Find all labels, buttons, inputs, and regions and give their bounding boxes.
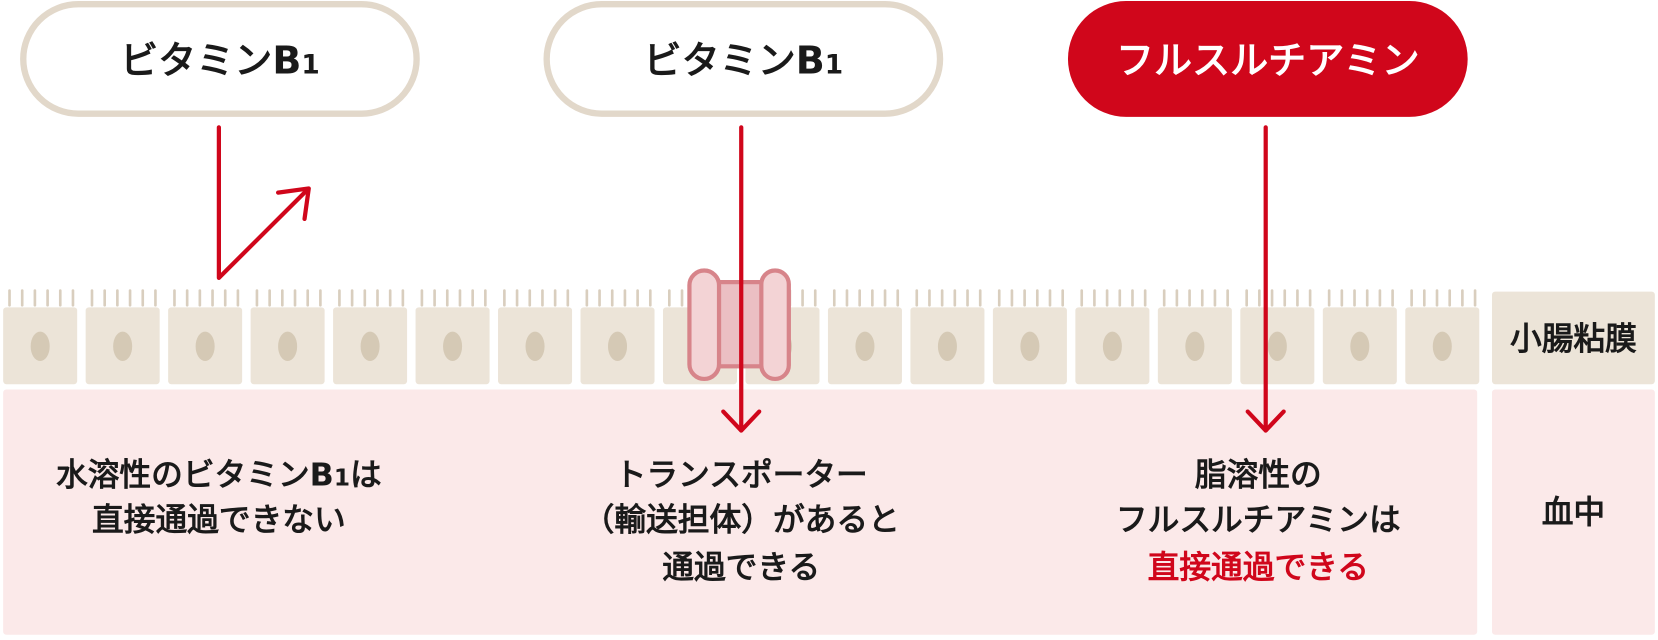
cell-nucleus (278, 331, 298, 362)
epithelial-cell (250, 289, 325, 385)
pill-vitamin-b1-center: ビタミンB1 (543, 1, 944, 117)
pill-shape (1067, 1, 1468, 117)
cell-nucleus (855, 331, 875, 362)
cell-nucleus (1102, 331, 1122, 362)
cell-nucleus (1432, 331, 1452, 362)
caption-line: 直接通過できない (92, 503, 346, 539)
cell-nucleus (1350, 331, 1370, 362)
cell-nucleus (195, 331, 215, 362)
caption-fat-soluble: 脂溶性の フルスルチアミンは 直接通過できる (1116, 457, 1401, 586)
cell-nucleus (937, 331, 957, 362)
epithelial-cell (415, 289, 490, 385)
pill-shape (20, 1, 420, 117)
cell-nucleus (1185, 331, 1205, 362)
pill-shape (543, 1, 944, 117)
pill-label: ビタミンB1 (644, 39, 844, 83)
transporter-right-capsule (759, 268, 791, 382)
caption-line: （輸送担体）があると (583, 503, 900, 539)
caption-line-highlight: 直接通過できる (1148, 550, 1369, 586)
epithelial-cell (333, 289, 408, 385)
caption-water-soluble: 水溶性のビタミンB1は 直接通過できない (56, 457, 382, 538)
cell-nucleus (443, 331, 463, 362)
epithelial-cell (910, 289, 985, 385)
caption-line: フルスルチアミンは (1116, 503, 1401, 539)
arrow-reflected-shaft (216, 125, 309, 280)
epithelial-cell (827, 289, 902, 385)
caption-line: トランスポーター (615, 457, 868, 493)
blood-label: 血中 (1542, 495, 1605, 531)
pill-label: ビタミンB1 (120, 39, 320, 83)
epithelial-cell (580, 289, 655, 385)
arrow-reflected-head (275, 186, 311, 222)
epithelial-cell (1405, 289, 1480, 385)
epithelial-cell (3, 289, 78, 385)
caption-line: 脂溶性の (1195, 457, 1322, 493)
transporter-left-capsule (687, 268, 722, 382)
caption-line: 通過できる (662, 550, 820, 586)
cell-nucleus (608, 331, 628, 362)
cell-nucleus (360, 331, 380, 362)
cell-nucleus (525, 331, 545, 362)
pill-label: フルスルチアミン (1116, 39, 1420, 83)
arrow-direct-head (1245, 409, 1286, 433)
epithelial-cell (1322, 289, 1397, 385)
mucosa-label: 小腸粘膜 (1510, 322, 1637, 358)
epithelial-cell (498, 289, 573, 385)
blood-area (3, 389, 1478, 635)
cell-nucleus (1267, 331, 1287, 362)
pill-vitamin-b1-left: ビタミンB1 (20, 1, 420, 117)
cell-nucleus (1020, 331, 1040, 362)
caption-transporter: トランスポーター （輸送担体）があると 通過できる (583, 457, 900, 586)
pill-fursultiamine: フルスルチアミン (1067, 1, 1468, 117)
cell-nucleus (113, 331, 133, 362)
blood-label-box (1491, 389, 1655, 635)
arrow-direct-pass-icon (1245, 125, 1286, 433)
arrow-transporter-head (721, 409, 762, 433)
arrow-reflected-icon (216, 125, 311, 280)
epithelial-cell (1240, 289, 1315, 385)
epithelial-cell (168, 289, 243, 385)
epithelial-cell (1157, 289, 1232, 385)
caption-line: 水溶性のビタミンB1は (56, 457, 382, 493)
epithelial-cell (85, 289, 160, 385)
epithelial-cell (1075, 289, 1150, 385)
epithelial-cell (992, 289, 1067, 385)
cell-nucleus (30, 331, 50, 362)
arrow-through-transporter-icon (721, 125, 762, 433)
mucosa-label-box (1491, 291, 1655, 385)
